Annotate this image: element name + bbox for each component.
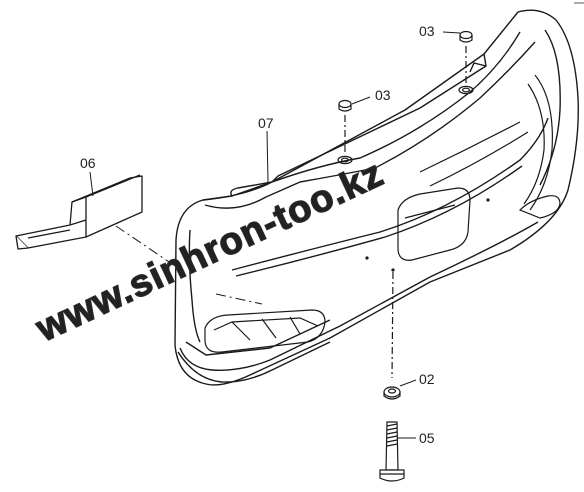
leader-lines [89,31,461,439]
callout-02: 02 [419,371,435,387]
mounting-dots [365,198,490,272]
callout-03-top: 03 [419,23,435,39]
callout-07: 07 [258,115,274,131]
plug-03-right [458,30,474,95]
callout-05: 05 [419,430,435,446]
callout-06: 06 [80,155,96,171]
counterweight-body [174,9,579,386]
bolt-05 [379,421,405,482]
bracket-06 [15,174,143,250]
assembly-lines [115,225,263,305]
washer-02 [383,271,401,400]
front-window-slots [204,74,561,353]
plug-03-center [337,99,353,165]
callout-03-center: 03 [375,87,391,103]
callout-labels: 03 03 07 06 02 05 [80,23,435,446]
